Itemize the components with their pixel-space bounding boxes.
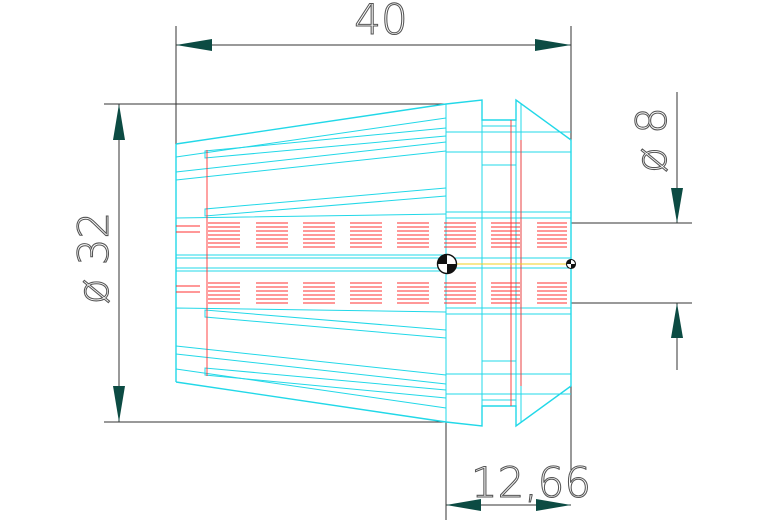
- slot-line: [204, 187, 447, 217]
- hidden-lines: [176, 120, 567, 406]
- head-length-text: 12,66: [471, 458, 591, 507]
- slot-line: [175, 368, 447, 409]
- arrow-bore-top: [671, 188, 683, 223]
- slot-line: [204, 127, 447, 159]
- arrow-head-left: [446, 499, 481, 511]
- length-dimension-text: 40: [354, 0, 407, 44]
- slot-line: [175, 353, 447, 385]
- arrow-head-right: [536, 499, 571, 511]
- length-dimension: 40: [175, 0, 572, 470]
- bore-diameter-dimension: ø 8: [571, 92, 692, 370]
- arrow-top: [113, 104, 125, 140]
- slot-line: [175, 150, 447, 181]
- outline-top-profile: [175, 98, 572, 145]
- slot-line: [204, 367, 447, 399]
- outline-bottom-profile: [175, 381, 572, 428]
- slot-line: [175, 213, 447, 219]
- bore-diameter-text: ø 8: [627, 107, 676, 173]
- slot-line: [204, 309, 447, 339]
- head-length-dimension: 12,66: [445, 416, 592, 520]
- slot-line: [175, 345, 447, 376]
- slots-lower: [175, 307, 571, 409]
- outer-diameter-text: ø 32: [69, 212, 118, 305]
- slot-line: [175, 117, 447, 158]
- slot-line: [175, 141, 447, 173]
- arrow-left: [176, 39, 212, 51]
- slot-line: [175, 307, 447, 313]
- outer-diameter-dimension: ø 32: [68, 103, 447, 423]
- slots-upper: [175, 117, 571, 219]
- arrow-right: [535, 39, 571, 51]
- arrow-bore-bottom: [671, 303, 683, 338]
- datum-point: [565, 258, 577, 270]
- centroid-marker: [436, 253, 458, 275]
- arrow-bottom: [113, 386, 125, 422]
- collet-outline: [175, 98, 572, 428]
